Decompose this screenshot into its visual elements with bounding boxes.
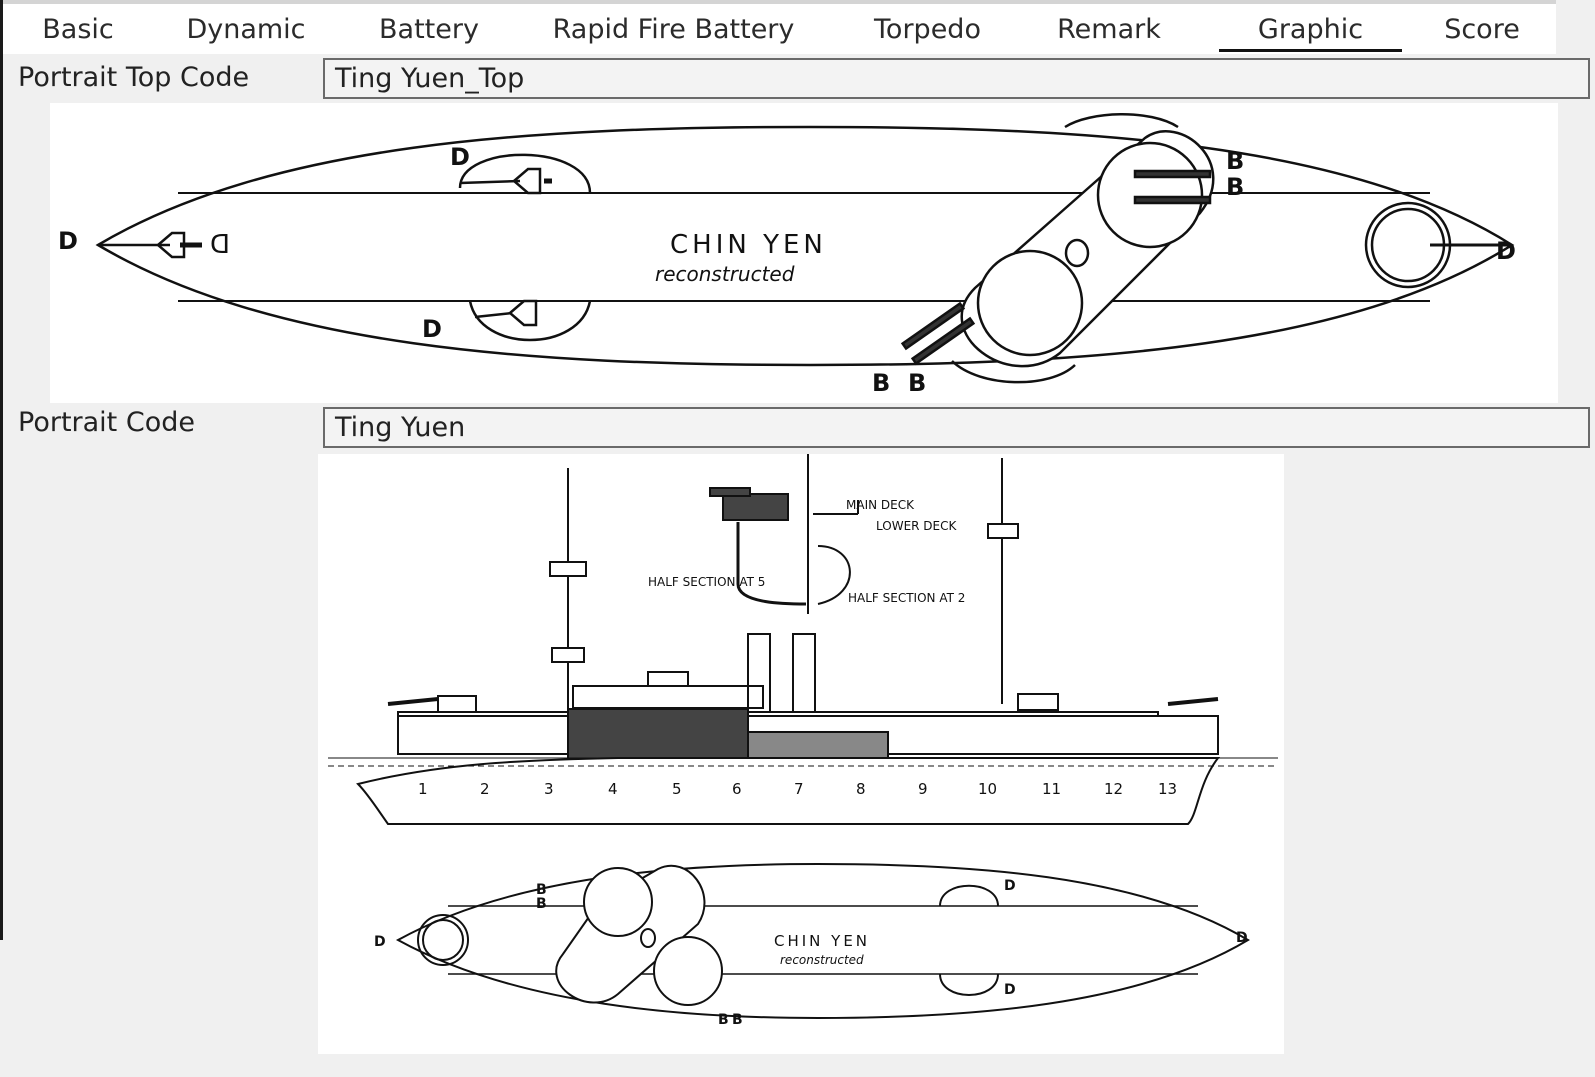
- tab-basic[interactable]: Basic: [42, 14, 114, 45]
- frame-number: 6: [732, 780, 742, 798]
- label-main-deck: MAIN DECK: [846, 498, 915, 512]
- label-half-section-2: HALF SECTION AT 2: [848, 591, 965, 605]
- plan-mark-d-fwd: D: [1004, 878, 1016, 894]
- tab-score[interactable]: Score: [1444, 14, 1520, 45]
- drawing-mark-d-bow: D: [58, 227, 78, 255]
- drawing-mark-b-3: B: [872, 369, 890, 397]
- frame-number: 3: [544, 780, 554, 798]
- portrait-code-label: Portrait Code: [18, 407, 195, 438]
- plan-mark-b-2: B: [536, 896, 547, 912]
- tab-bar: Basic Dynamic Battery Rapid Fire Battery…: [3, 0, 1556, 54]
- tab-rapid-fire-battery[interactable]: Rapid Fire Battery: [552, 14, 795, 45]
- ship-profile-drawing: MAIN DECK LOWER DECK HALF SECTION AT 5 H…: [328, 454, 1278, 1028]
- drawing-subtitle: reconstructed: [655, 262, 795, 286]
- label-half-section-5: HALF SECTION AT 5: [648, 575, 765, 589]
- frame-number: 2: [480, 780, 490, 798]
- frame-number: 10: [978, 780, 997, 798]
- frame-number: 4: [608, 780, 618, 798]
- frame-number: 7: [794, 780, 804, 798]
- label-lower-deck: LOWER DECK: [876, 519, 958, 533]
- frame-number: 13: [1158, 780, 1177, 798]
- frame-number: 5: [672, 780, 682, 798]
- drawing-ship-name: CHIN YEN: [670, 230, 827, 260]
- portrait-image: MAIN DECK LOWER DECK HALF SECTION AT 5 H…: [318, 454, 1284, 1054]
- drawing-mark-d-stern: D: [1496, 237, 1516, 265]
- frame-number: 1: [418, 780, 428, 798]
- drawing-mark-d-port-fwd: D: [450, 143, 470, 171]
- ship-top-view-drawing: D D D D D B B B B CHIN YEN reconstructed: [58, 113, 1516, 397]
- tab-remark[interactable]: Remark: [1057, 14, 1161, 45]
- drawing-mark-d-port-aft: D: [422, 315, 442, 343]
- drawing-mark: D: [210, 230, 230, 260]
- plan-subtitle: reconstructed: [780, 953, 864, 967]
- portrait-top-code-label: Portrait Top Code: [18, 62, 250, 93]
- plan-ship-name: CHIN YEN: [774, 932, 870, 950]
- plan-mark-d-aft: D: [1004, 982, 1016, 998]
- portrait-code-field[interactable]: Ting Yuen: [323, 407, 1590, 448]
- plan-mark-d-stern: D: [1236, 930, 1248, 946]
- drawing-mark-b-4: B: [908, 369, 926, 397]
- drawing-mark-b-1: B: [1226, 147, 1244, 175]
- portrait-top-image: D D D D D B B B B CHIN YEN reconstructed: [50, 103, 1558, 403]
- tab-battery[interactable]: Battery: [379, 14, 479, 45]
- tab-torpedo[interactable]: Torpedo: [874, 14, 981, 45]
- plan-mark-d-bow: D: [374, 934, 386, 950]
- frame-number: 12: [1104, 780, 1123, 798]
- plan-mark-b-4: B: [732, 1012, 743, 1028]
- frame-number: 8: [856, 780, 866, 798]
- tab-dynamic[interactable]: Dynamic: [186, 14, 306, 45]
- plan-mark-b-1: B: [536, 882, 547, 898]
- window-left-border: [0, 0, 3, 940]
- plan-mark-b-3: B: [718, 1012, 729, 1028]
- tab-graphic[interactable]: Graphic: [1219, 12, 1402, 52]
- portrait-top-code-field[interactable]: Ting Yuen_Top: [323, 58, 1590, 99]
- drawing-mark-b-2: B: [1226, 173, 1244, 201]
- frame-number: 9: [918, 780, 928, 798]
- frame-number: 11: [1042, 780, 1061, 798]
